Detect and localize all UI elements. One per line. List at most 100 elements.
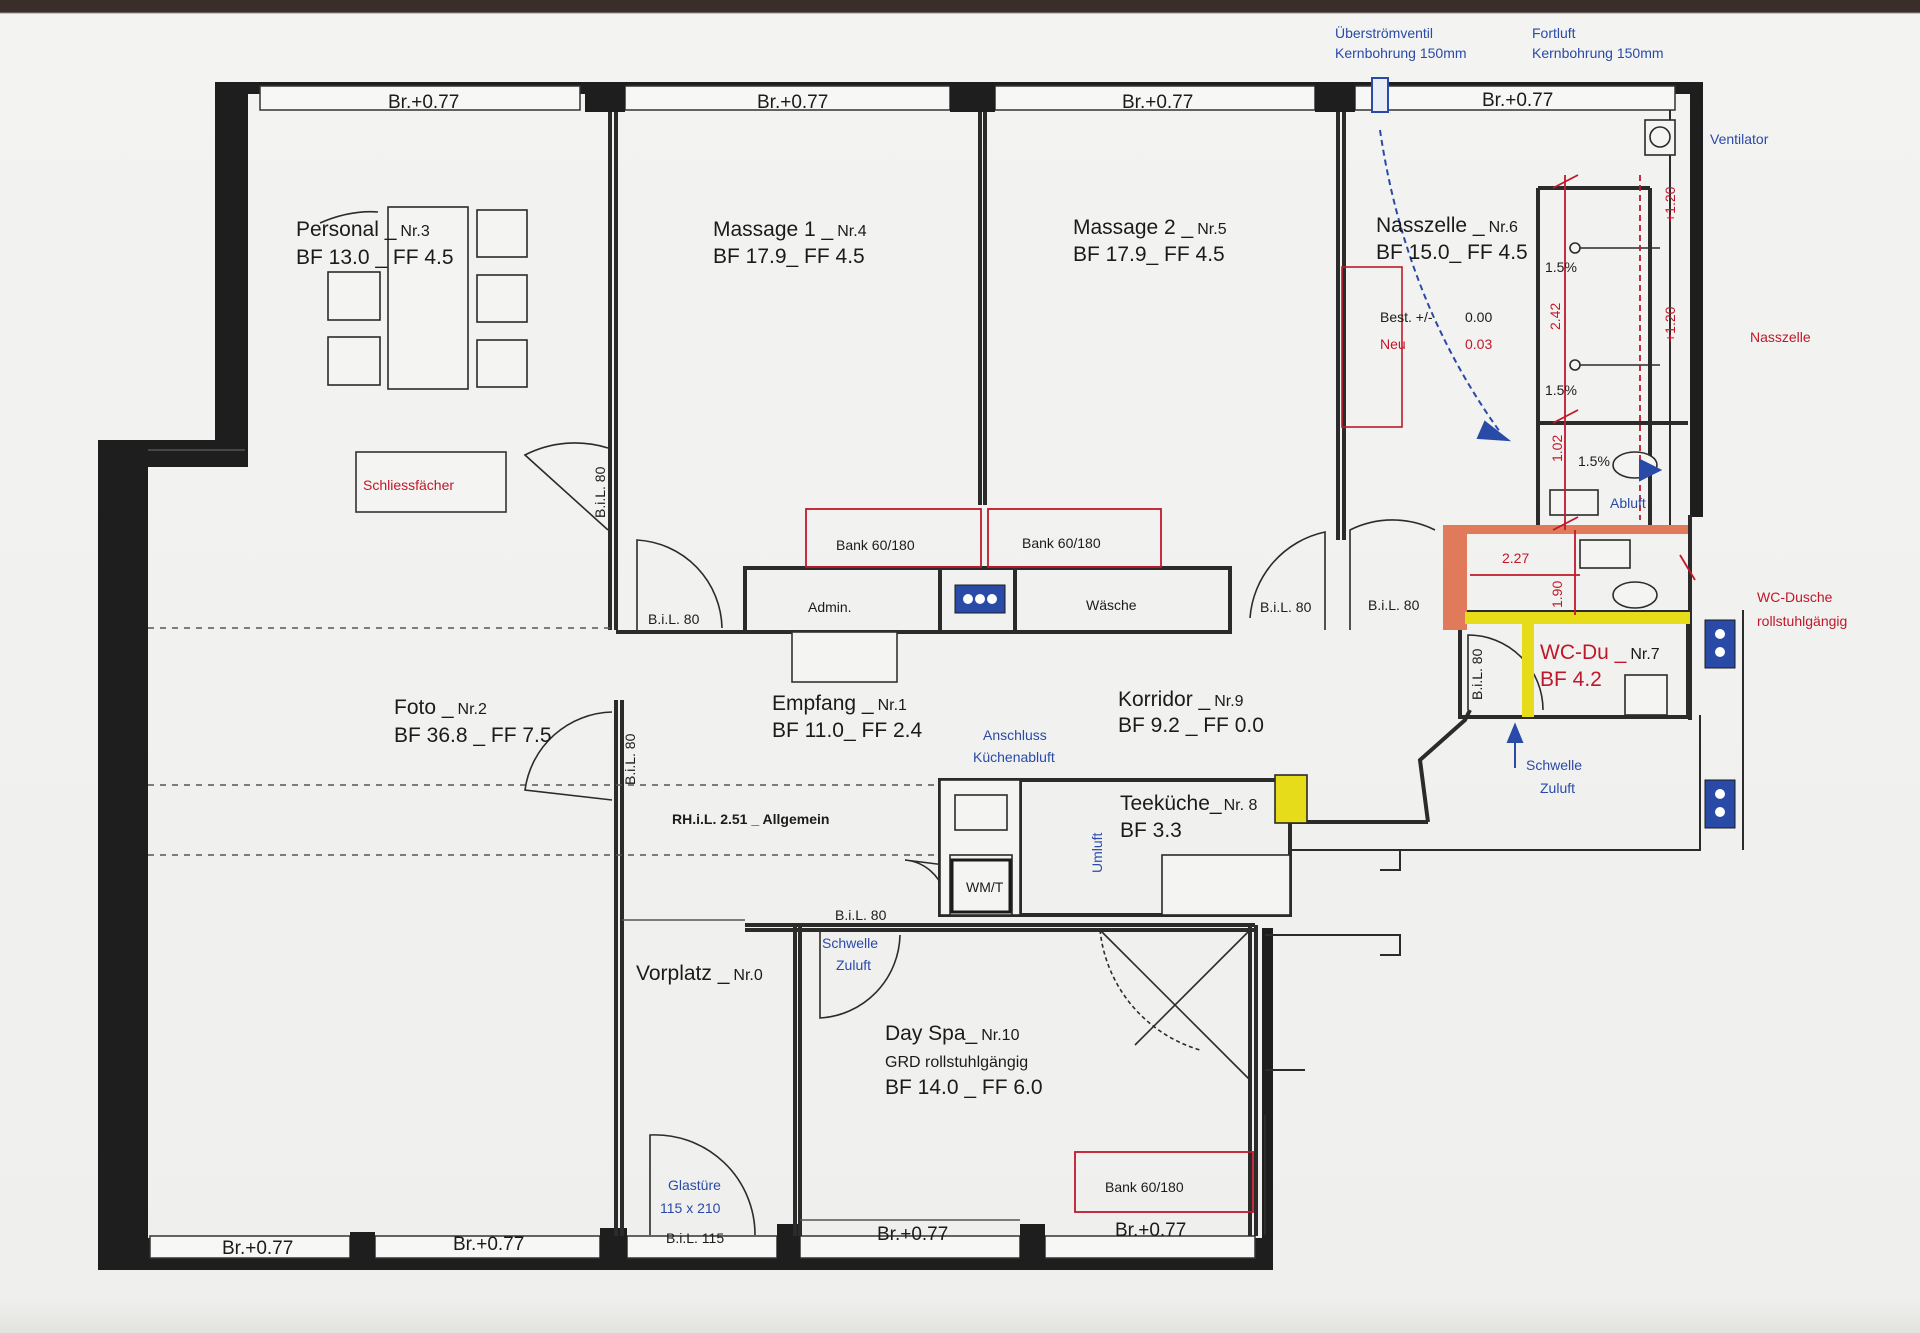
ventilator-label: Ventilator (1710, 131, 1769, 147)
window-label: Br.+0.77 (1482, 90, 1553, 111)
lockers (355, 451, 507, 513)
dimension-value: 2.42 (1547, 303, 1563, 330)
room-vorplatz: Vorplatz _Nr.0 (636, 962, 763, 985)
best-value: 0.00 (1465, 309, 1492, 325)
room-number: Nr.10 (981, 1027, 1019, 1044)
svg-text:Day Spa_Nr.10: Day Spa_Nr.10 (885, 1022, 1020, 1045)
room-number: Nr.7 (1630, 646, 1659, 663)
room-name: Personal _ (296, 218, 397, 241)
window-label: Br.+0.77 (453, 1234, 524, 1255)
room-teekueche: Teeküche_Nr. 8 BF 3.3 (1120, 792, 1257, 842)
room-subtitle: GRD rollstuhlgängig (885, 1054, 1028, 1071)
room-number: Nr.6 (1489, 219, 1518, 236)
room-area: BF 3.3 (1120, 819, 1182, 842)
room-area: BF 17.9_ FF 4.5 (1073, 243, 1225, 266)
svg-text:Massage 2 _Nr.5: Massage 2 _Nr.5 (1073, 216, 1227, 239)
bench-label: Bank 60/180 (1105, 1179, 1184, 1195)
svg-text:Korridor _Nr.9: Korridor _Nr.9 (1118, 688, 1244, 711)
window-label: Br.+0.77 (1122, 92, 1193, 113)
room-number: Nr.9 (1214, 693, 1243, 710)
bench-label: Bank 60/180 (1022, 535, 1101, 551)
bench-label: Bank 60/180 (836, 537, 915, 553)
room-name: Vorplatz _ (636, 962, 730, 985)
misc-labels: Schliessfächer Bank 60/180 Bank 60/180 B… (363, 477, 1646, 1216)
svg-text:Personal _Nr.3: Personal _Nr.3 (296, 218, 430, 241)
svg-text:Empfang _Nr.1: Empfang _Nr.1 (772, 692, 907, 715)
door-width-label: B.i.L. 80 (1368, 597, 1420, 613)
dimension-value: 1.90 (1549, 581, 1565, 608)
room-number: Nr.3 (400, 223, 429, 240)
anschluss-label-2: Küchenabluft (973, 749, 1055, 765)
door-width-label: B.i.L. 80 (592, 466, 608, 518)
room-foto: Foto _Nr.2 BF 36.8 _ FF 7.5 (394, 696, 552, 747)
room-area: BF 17.9_ FF 4.5 (713, 245, 865, 268)
room-nasszelle: Nasszelle _Nr.6 BF 15.0_ FF 4.5 Best. +/… (1376, 214, 1528, 352)
glastuer-label-1: Glastüre (668, 1177, 721, 1193)
admin-label: Admin. (808, 599, 852, 615)
neu-label: Neu (1380, 336, 1406, 352)
room-number: Nr.4 (837, 223, 866, 240)
neu-value: 0.03 (1465, 336, 1492, 352)
window-label: Br.+0.77 (877, 1224, 948, 1245)
room-area: BF 14.0 _ FF 6.0 (885, 1076, 1043, 1099)
door-width-label: B.i.L. 115 (666, 1230, 724, 1246)
slope-label: 1.5% (1578, 453, 1610, 469)
room-number: Nr.5 (1197, 221, 1226, 238)
stove-icons (954, 584, 1736, 829)
glastuer-label-2: 115 x 210 (660, 1200, 721, 1216)
benches (805, 508, 1254, 1213)
doors (523, 442, 1544, 1236)
room-name: Day Spa_ (885, 1022, 978, 1045)
personal-table-chairs (319, 206, 528, 390)
svg-text:Foto _Nr.2: Foto _Nr.2 (394, 696, 487, 719)
room-wc-du: WC-Du _Nr.7 BF 4.2 (1540, 641, 1660, 691)
svg-text:Teeküche_Nr. 8: Teeküche_Nr. 8 (1120, 792, 1257, 815)
room-name: Korridor _ (1118, 688, 1211, 711)
wmt-label: WM/T (966, 879, 1004, 895)
abluft-label: Abluft (1610, 495, 1646, 511)
dimension-lines (1470, 174, 1696, 615)
wc-dusche-label-1: WC-Dusche (1757, 589, 1833, 605)
door-width-label: B.i.L. 80 (622, 733, 638, 785)
washing-machine-box (950, 858, 1012, 914)
door-width-label: B.i.L. 80 (1260, 599, 1312, 615)
window-label: Br.+0.77 (1115, 1220, 1186, 1241)
svg-text:WC-Du _Nr.7: WC-Du _Nr.7 (1540, 641, 1660, 664)
dimension-value: 2.27 (1502, 550, 1529, 566)
room-personal: Personal _Nr.3 BF 13.0 _ FF 4.5 (296, 218, 454, 269)
height-label: +1.20 (1662, 186, 1678, 222)
room-number: Nr.2 (458, 701, 487, 718)
room-area: BF 15.0_ FF 4.5 (1376, 241, 1528, 264)
window-label: Br.+0.77 (388, 92, 459, 113)
wall-piers (350, 82, 1355, 1268)
room-massage-2: Massage 2 _Nr.5 BF 17.9_ FF 4.5 (1073, 216, 1227, 266)
thin-lines (148, 449, 1020, 1221)
waesche-label: Wäsche (1086, 597, 1137, 613)
svg-text:Nasszelle _Nr.6: Nasszelle _Nr.6 (1376, 214, 1518, 237)
room-area: BF 4.2 (1540, 668, 1602, 691)
reception-desk (791, 631, 898, 683)
room-day-spa: Day Spa_Nr.10 GRD rollstuhlgängig BF 14.… (885, 1022, 1043, 1099)
svg-text:Massage 1 _Nr.4: Massage 1 _Nr.4 (713, 218, 867, 241)
height-label: +1.20 (1662, 306, 1678, 342)
airflow-arrows (1371, 77, 1663, 768)
window-frames-top (259, 85, 1676, 111)
room-number: Nr.1 (878, 697, 907, 714)
nasszelle-fixtures (1341, 119, 1676, 716)
room-area: BF 11.0_ FF 2.4 (772, 719, 922, 742)
fortluft-label-2: Kernbohrung 150mm (1532, 45, 1664, 61)
room-name: Nasszelle _ (1376, 214, 1485, 237)
schwelle-label: Schwelle (822, 935, 878, 951)
door-width-label: B.i.L. 80 (835, 907, 887, 923)
ueberstroem-label-1: Überströmventil (1335, 24, 1433, 41)
svg-text:Vorplatz _Nr.0: Vorplatz _Nr.0 (636, 962, 763, 985)
room-area: BF 9.2 _ FF 0.0 (1118, 714, 1264, 737)
window-label: Br.+0.77 (757, 92, 828, 113)
door-width-label: B.i.L. 80 (1469, 648, 1485, 700)
schwelle-label: Schwelle (1526, 757, 1582, 773)
door-width-label: B.i.L. 80 (648, 611, 700, 627)
top-annotations: Überströmventil Kernbohrung 150mm Fortlu… (1335, 24, 1847, 629)
room-name: Teeküche_ (1120, 792, 1222, 815)
